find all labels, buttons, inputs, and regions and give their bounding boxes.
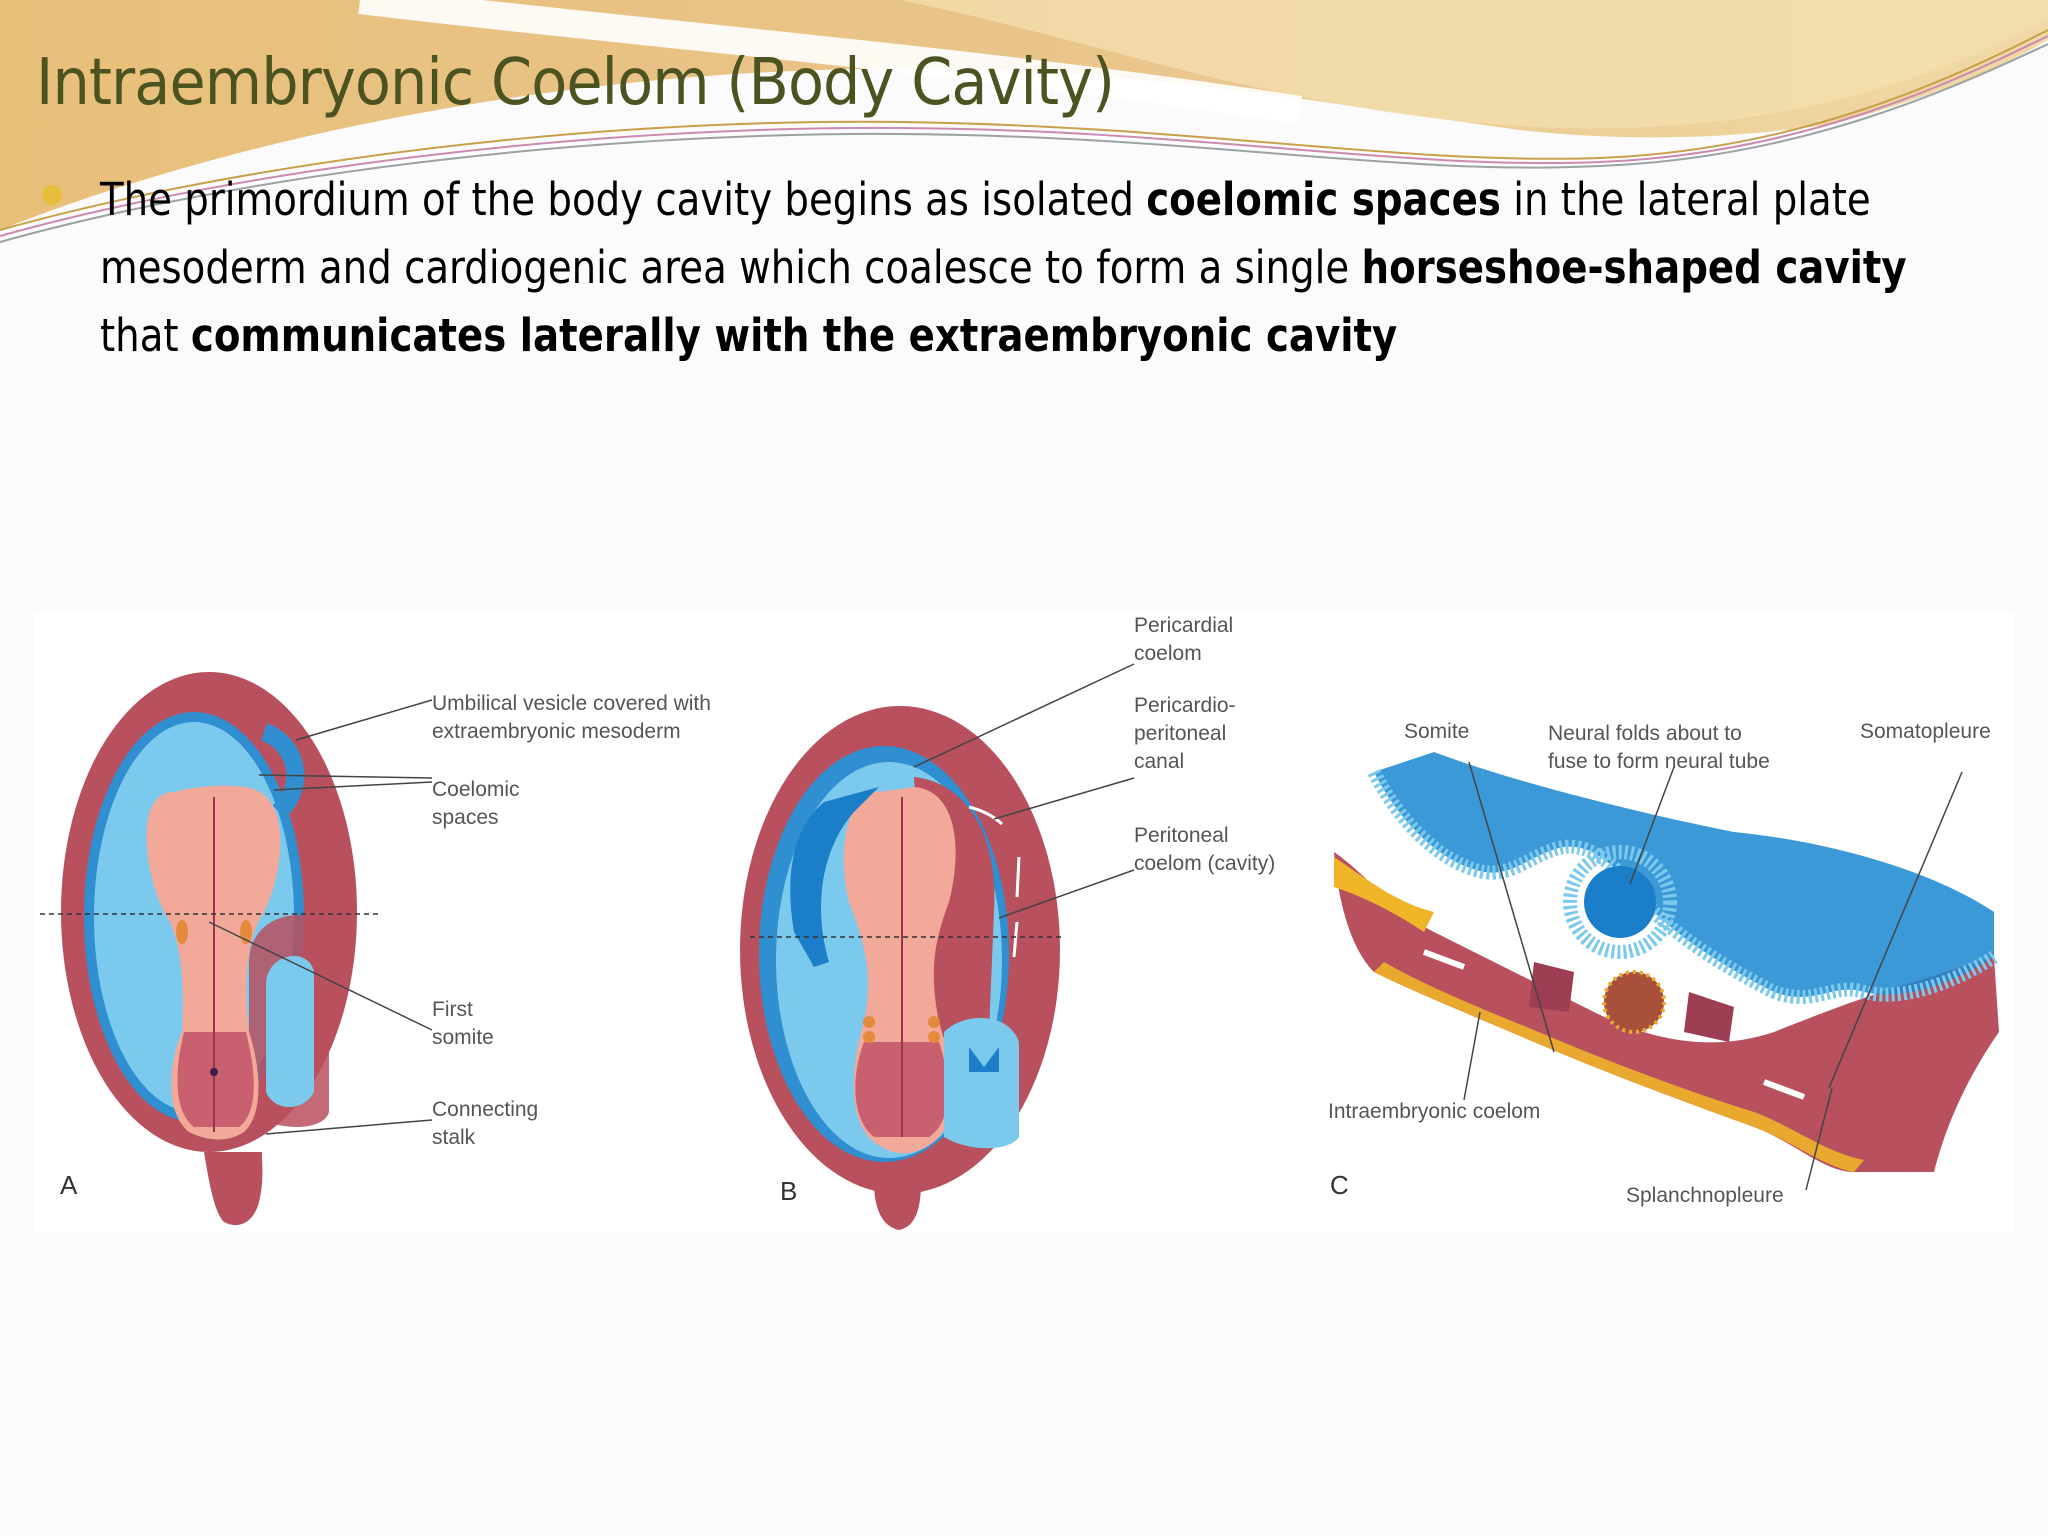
label-intraembryonic-coelom: Intraembryonic coelom <box>1328 1100 1541 1123</box>
text-segment: that <box>100 309 191 362</box>
label-first-somite: First <box>432 998 473 1021</box>
label-first-somite-line2: somite <box>432 1026 494 1049</box>
label-pericardial-coelom-line2: coelom <box>1134 642 1202 665</box>
panel-c-illustration <box>1334 752 1999 1172</box>
label-neural-folds: Neural folds about to <box>1548 722 1742 745</box>
panel-letter-c: C <box>1330 1170 1349 1200</box>
bold-term-coelomic-spaces: coelomic spaces <box>1146 173 1501 226</box>
panel-c-leader-lines <box>1463 761 1963 1191</box>
label-somite: Somite <box>1404 720 1470 743</box>
label-pericardioperitoneal-canal: Pericardio- <box>1134 694 1236 717</box>
label-splanchnopleure: Splanchnopleure <box>1626 1184 1784 1207</box>
panel-b-illustration <box>740 706 1064 1230</box>
label-connecting-stalk-line2: stalk <box>432 1126 476 1149</box>
label-umbilical-vesicle: Umbilical vesicle covered with <box>432 692 711 715</box>
panel-letter-b: B <box>780 1176 798 1206</box>
slide-title: Intraembryonic Coelom (Body Cavity) <box>36 46 1115 120</box>
embryo-diagram-illustration <box>40 663 1999 1230</box>
label-coelomic-spaces: Coelomic <box>432 778 520 801</box>
text-segment: The primordium of the body cavity begins… <box>100 173 1147 226</box>
label-somatopleure: Somatopleure <box>1860 720 1991 743</box>
bold-term-horseshoe-cavity: horseshoe-shaped cavity <box>1361 241 1907 294</box>
panel-b-leader-lines <box>913 663 1135 919</box>
panel-a-illustration <box>40 672 379 1226</box>
bullet-dot-icon <box>42 185 62 205</box>
background-swoosh-decoration <box>0 0 2048 260</box>
label-coelomic-spaces-line2: spaces <box>432 806 499 829</box>
label-pericardioperitoneal-canal-line2: peritoneal <box>1134 722 1227 745</box>
label-pericardial-coelom: Pericardial <box>1134 614 1234 637</box>
panel-a-leader-lines <box>208 699 433 1135</box>
label-pericardioperitoneal-canal-line3: canal <box>1134 750 1185 773</box>
panel-letter-a: A <box>60 1170 78 1200</box>
text-segment: in the lateral plate mesoderm and cardio… <box>100 173 1871 294</box>
bold-term-communicates: communicates laterally with the extraemb… <box>190 309 1398 362</box>
label-peritoneal-coelom: Peritoneal <box>1134 824 1229 847</box>
bullet-text: The primordium of the body cavity begins… <box>100 166 1992 370</box>
label-peritoneal-coelom-line2: coelom (cavity) <box>1134 852 1276 875</box>
label-umbilical-vesicle-line2: extraembryonic mesoderm <box>432 720 681 743</box>
label-connecting-stalk: Connecting <box>432 1098 539 1121</box>
label-neural-folds-line2: fuse to form neural tube <box>1548 750 1770 773</box>
embryo-coelom-figure: Umbilical vesicle covered with extraembr… <box>34 612 2014 1232</box>
